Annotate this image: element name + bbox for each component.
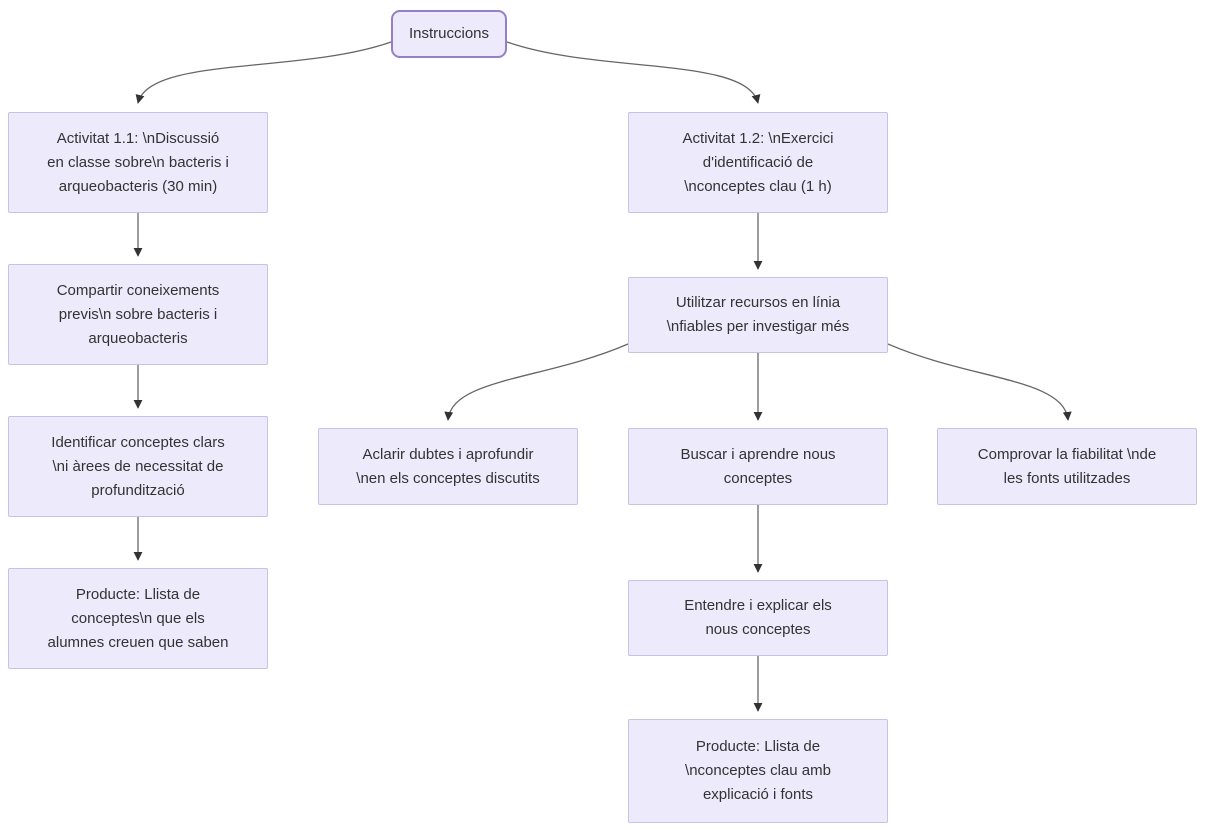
node-activitat-1-2: Activitat 1.2: \nExercici d'identificaci… — [628, 112, 888, 213]
node-activitat-1-1: Activitat 1.1: \nDiscussió en classe sob… — [8, 112, 268, 213]
edge-root-to-act12 — [506, 41, 761, 104]
node-instruccions: Instruccions — [391, 10, 507, 58]
edge-root-to-act11 — [135, 41, 392, 104]
node-producte-llista-conceptes: Producte: Llista de conceptes\n que els … — [8, 568, 268, 669]
node-producte-conceptes-clau: Producte: Llista de \nconceptes clau amb… — [628, 719, 888, 823]
edge-utilitzar-to-comprovar — [887, 343, 1072, 421]
node-buscar-aprendre: Buscar i aprendre nous conceptes — [628, 428, 888, 505]
edge-utilitzar-to-aclarir — [444, 343, 629, 421]
node-aclarir-dubtes: Aclarir dubtes i aprofundir \nen els con… — [318, 428, 578, 505]
node-utilitzar-recursos: Utilitzar recursos en línia \nfiables pe… — [628, 277, 888, 353]
node-identificar-conceptes: Identificar conceptes clars \ni àrees de… — [8, 416, 268, 517]
node-comprovar-fiabilitat: Comprovar la fiabilitat \nde les fonts u… — [937, 428, 1197, 505]
node-compartir-coneixements: Compartir coneixements previs\n sobre ba… — [8, 264, 268, 365]
node-entendre-explicar: Entendre i explicar els nous conceptes — [628, 580, 888, 656]
